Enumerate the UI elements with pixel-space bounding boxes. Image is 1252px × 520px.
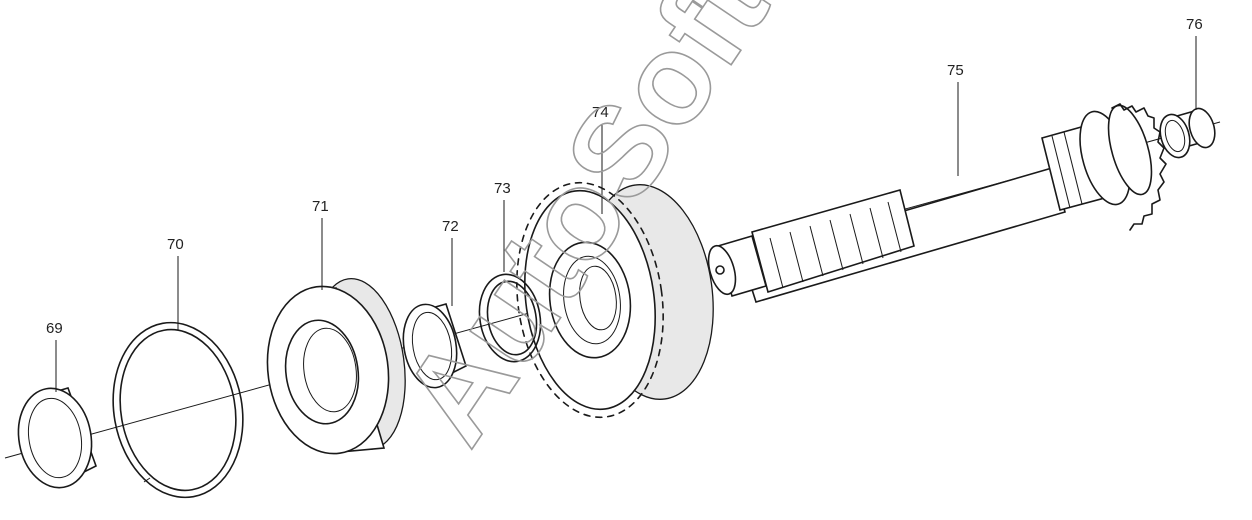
part-74-gear	[516, 181, 714, 419]
part-71-bearing	[266, 277, 406, 455]
callout-69: 69	[46, 320, 63, 337]
callout-75: 75	[947, 62, 964, 79]
callout-72: 72	[442, 218, 459, 235]
part-73-snap-ring	[478, 273, 542, 363]
part-70-circlip	[112, 321, 244, 499]
callout-71: 71	[312, 198, 329, 215]
callout-73: 73	[494, 180, 511, 197]
callout-76: 76	[1186, 16, 1203, 33]
part-76-bushing	[1159, 107, 1216, 159]
part-72-sleeve	[402, 303, 467, 389]
part-75-shaft	[707, 103, 1167, 303]
callout-74: 74	[592, 104, 609, 121]
callout-70: 70	[167, 236, 184, 253]
part-69-seal	[17, 387, 97, 489]
